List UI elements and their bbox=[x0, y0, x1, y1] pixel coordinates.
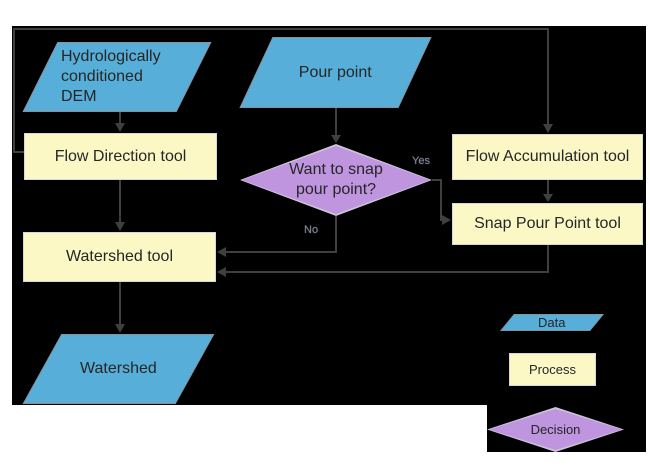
legend-process-shape: Process bbox=[509, 353, 596, 386]
node-watershed-label: Watershed bbox=[80, 360, 157, 377]
edge-dem-to-flowdirection-arrowhead bbox=[115, 123, 125, 132]
node-flow-direction-tool: Flow Direction tool bbox=[24, 133, 217, 180]
legend-process-label: Process bbox=[529, 362, 576, 377]
edge-watershedtool-to-watershed-arrowhead bbox=[115, 324, 125, 333]
edge-decision-no-to-watershedtool-arrowhead bbox=[217, 247, 226, 257]
edge-label-yes: Yes bbox=[412, 155, 430, 167]
node-snap-pour-point-tool: Snap Pour Point tool bbox=[452, 203, 643, 245]
node-decision-want-to-snap-label: Want to snap pour point? bbox=[289, 161, 383, 198]
node-pour-point: Pour point bbox=[239, 37, 432, 108]
edge-flowaccumulation-to-snappourpoint-arrowhead bbox=[543, 194, 553, 202]
edge-decision-no-to-watershedtool-line bbox=[225, 216, 337, 253]
edge-snappourpoint-to-watershedtool-arrowhead bbox=[217, 267, 226, 277]
edge-label-no: No bbox=[304, 224, 319, 236]
node-flow-accumulation-tool-label: Flow Accumulation tool bbox=[465, 148, 630, 165]
legend-data-shape: Data bbox=[499, 314, 605, 331]
edge-decision-yes-to-snappourpoint-arrowhead bbox=[442, 215, 451, 225]
legend-data-label: Data bbox=[538, 315, 566, 330]
edge-flowdirection-to-flowaccumulation-line bbox=[13, 28, 549, 153]
node-watershed-tool-label: Watershed tool bbox=[65, 248, 173, 265]
edge-flowdirection-to-flowaccumulation-arrowhead bbox=[543, 124, 553, 133]
node-flow-accumulation-tool: Flow Accumulation tool bbox=[452, 134, 643, 180]
node-hydrologically-conditioned-dem-label: Hydrologically conditioned DEM bbox=[61, 48, 161, 105]
edge-decision-yes-to-snappourpoint-line bbox=[432, 179, 443, 221]
legend-decision-label: Decision bbox=[530, 422, 581, 437]
node-snap-pour-point-tool-label: Snap Pour Point tool bbox=[474, 215, 621, 232]
edge-flowdirection-to-watershedtool-arrowhead bbox=[115, 222, 125, 231]
node-pour-point-label: Pour point bbox=[299, 63, 372, 81]
node-watershed-tool: Watershed tool bbox=[23, 232, 216, 282]
node-flow-direction-tool-label: Flow Direction tool bbox=[54, 147, 187, 165]
node-decision-want-to-snap: Want to snap pour point? bbox=[240, 144, 432, 216]
edge-snappourpoint-to-watershedtool-line bbox=[225, 245, 549, 273]
edge-pourpoint-to-decision-arrowhead bbox=[331, 135, 341, 143]
legend-decision-shape: Decision bbox=[487, 407, 624, 452]
